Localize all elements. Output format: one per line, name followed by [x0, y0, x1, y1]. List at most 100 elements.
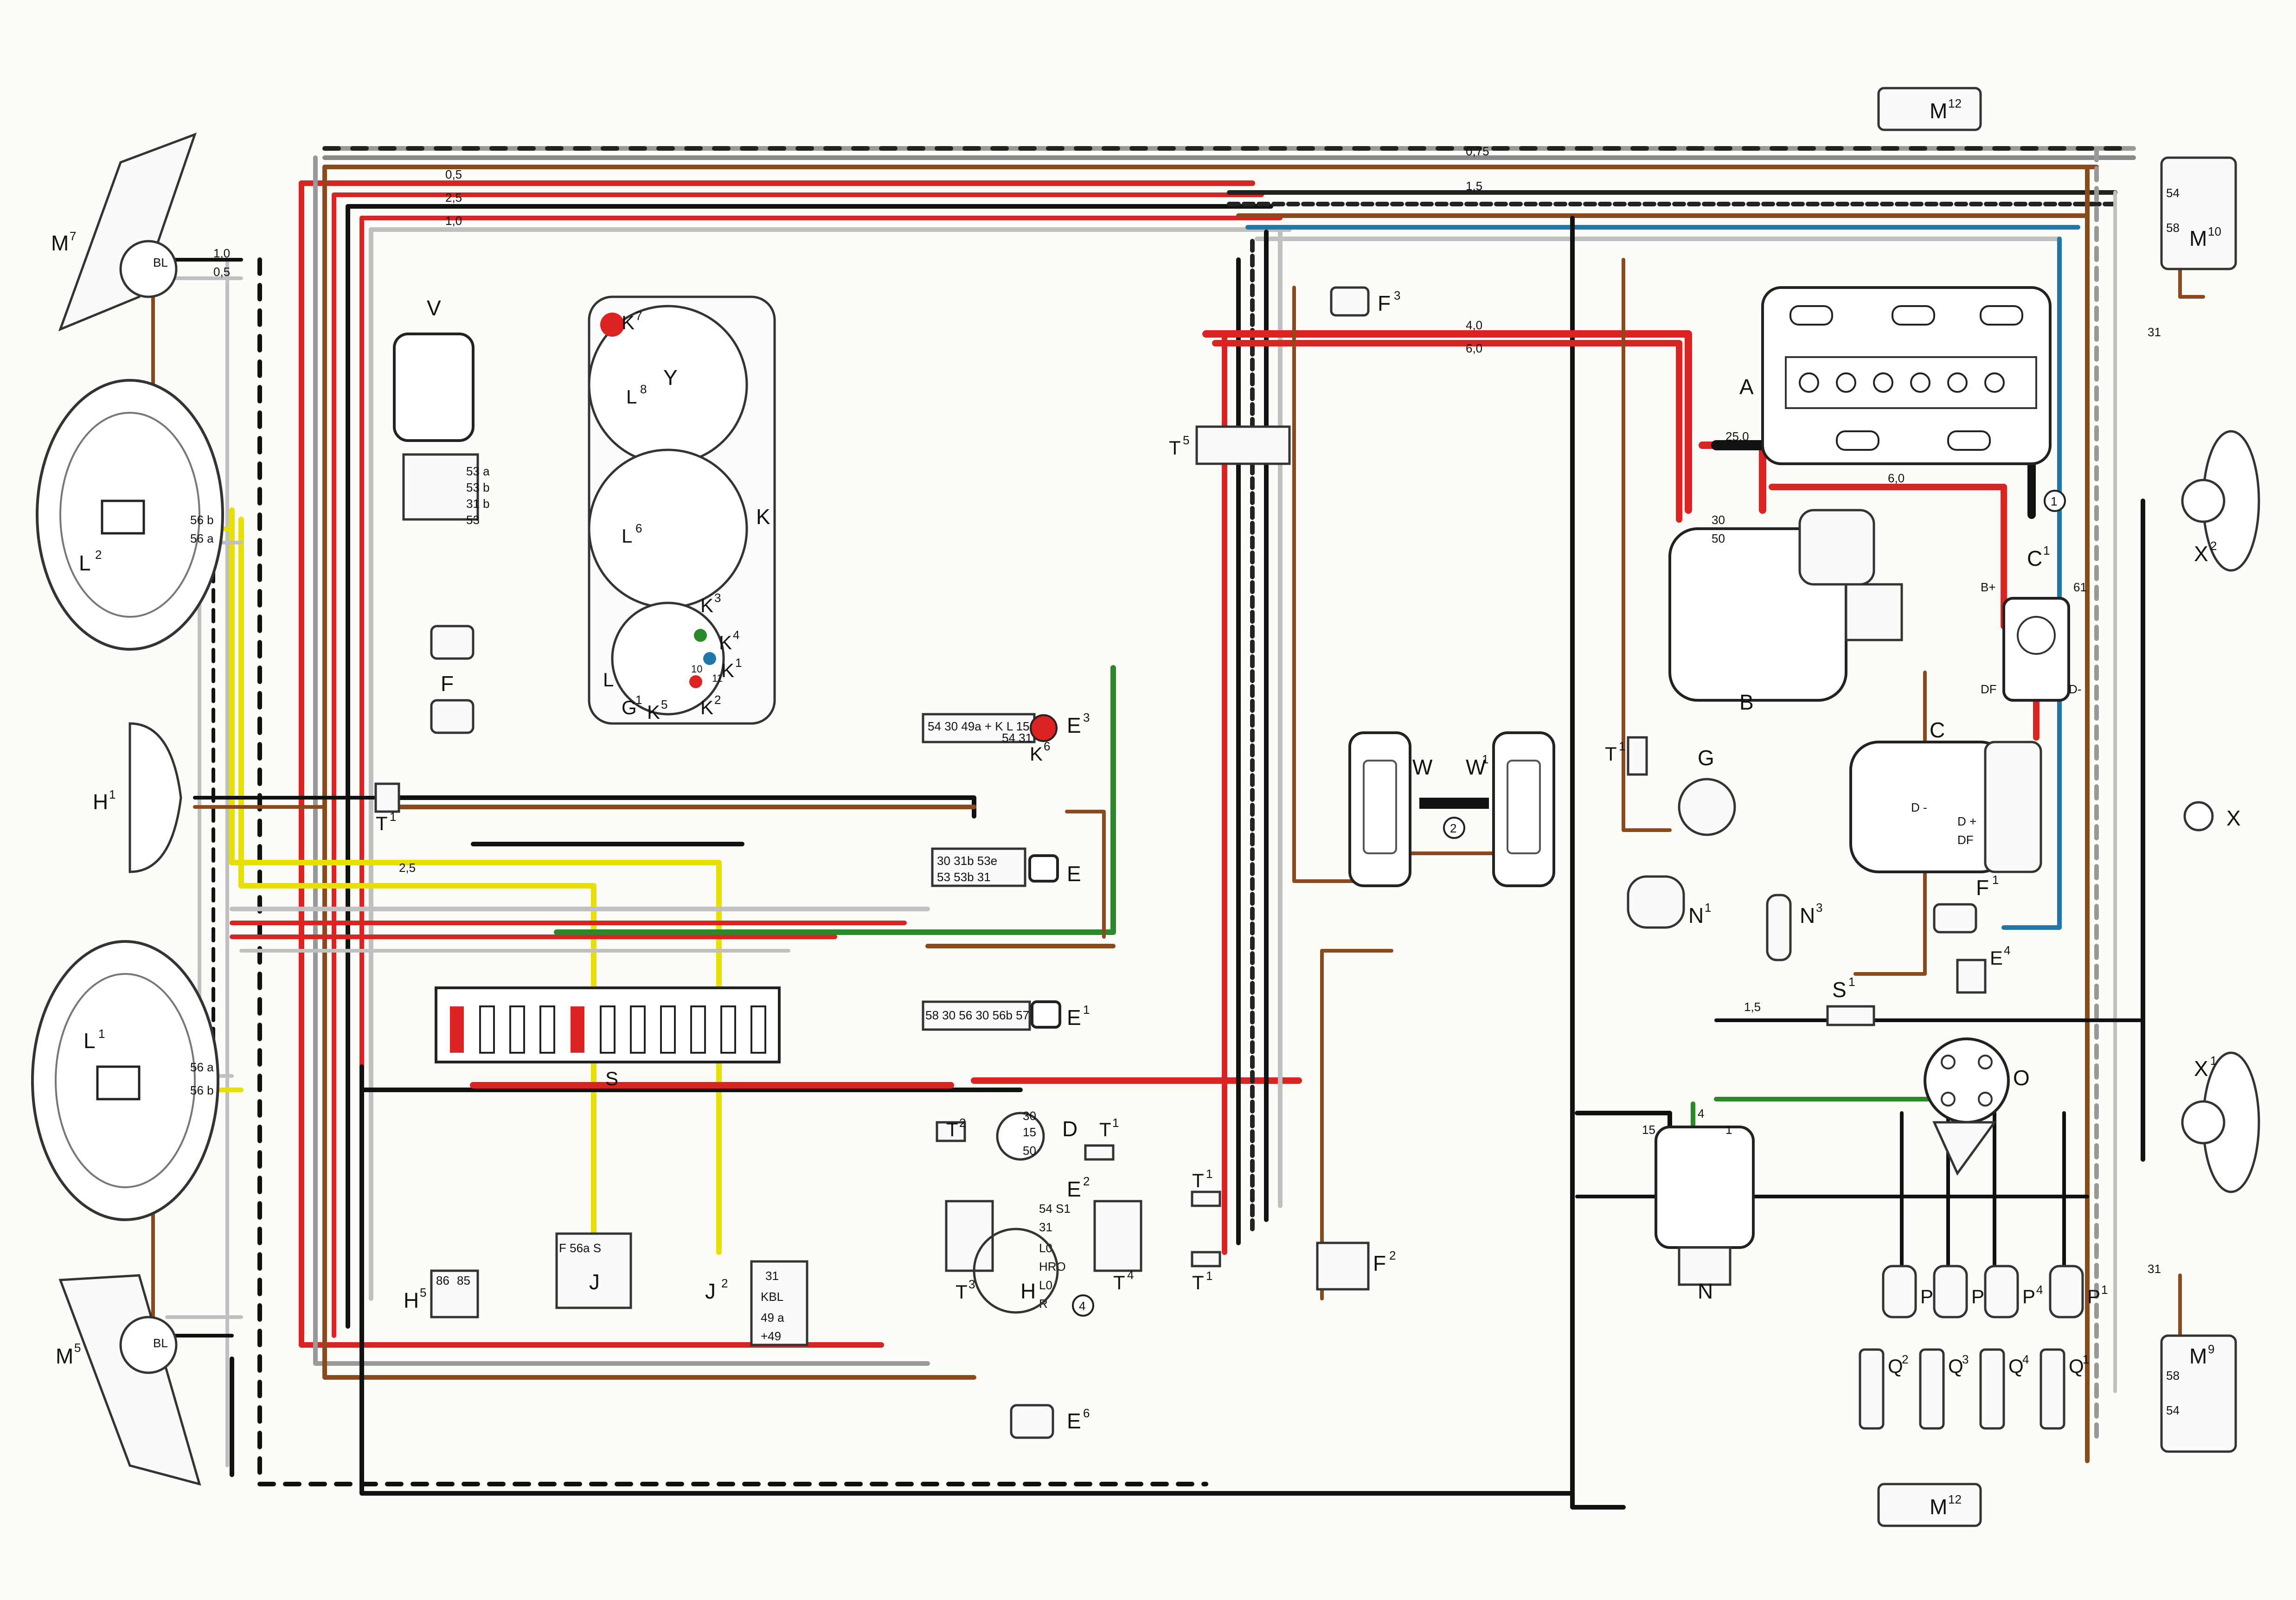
- terminal-53: 53: [466, 513, 480, 527]
- terminal-m58-top: 58: [2166, 221, 2180, 235]
- wire-size-05-left: 0,5: [213, 265, 230, 279]
- label-K7: K: [622, 312, 635, 333]
- label-P1-sup: 1: [2101, 1283, 2108, 1297]
- label-X1: X: [2194, 1056, 2208, 1081]
- label-M9: M: [2189, 1344, 2207, 1368]
- terminal-e3-strip: 54 30 49a + K L 15: [928, 719, 1030, 733]
- label-M12-top-sup: 12: [1948, 96, 1962, 110]
- label-V: V: [427, 296, 441, 320]
- label-N1: N: [1688, 903, 1704, 928]
- label-Q1-sup: 1: [2083, 1352, 2089, 1366]
- headlight-l2: [36, 379, 224, 651]
- terminal-c-df: DF: [1957, 833, 1974, 847]
- oil-sender-g: [1678, 778, 1736, 836]
- label-T3-sup: 3: [968, 1277, 975, 1291]
- label-F1-sup: 1: [1992, 873, 1999, 887]
- label-P4: P: [2022, 1286, 2035, 1307]
- label-F2-sup: 2: [1389, 1248, 1396, 1262]
- wire-size-15-top: 1,5: [1466, 179, 1482, 193]
- label-T4: T: [1113, 1272, 1125, 1293]
- terminal-n1: 1: [1725, 1123, 1732, 1137]
- label-C: C: [1930, 718, 1945, 742]
- wire-size-60-batt: 6,0: [1466, 341, 1482, 355]
- switch-e4: [1956, 959, 1987, 994]
- terminal-m54-top: 54: [2166, 186, 2180, 200]
- terminal-c-dplus: D +: [1957, 814, 1976, 828]
- label-T2-sup: 2: [959, 1116, 966, 1130]
- terminal-bat-25: 25,0: [1725, 429, 1749, 443]
- terminal-c1-bplus: B+: [1981, 580, 1996, 594]
- label-L1: L: [83, 1029, 96, 1053]
- spark-plug-q3: [1919, 1348, 1945, 1430]
- label-Q4: Q: [2008, 1355, 2024, 1377]
- wiper-motor-v: [393, 333, 479, 521]
- label-T1-left: T: [376, 813, 388, 834]
- label-E4: E: [1990, 947, 2003, 969]
- label-S1-sup: 1: [1848, 975, 1855, 989]
- battery-a: [1761, 286, 2052, 465]
- terminal-bl-top: BL: [153, 256, 168, 269]
- label-F3: F: [1378, 291, 1391, 315]
- spark-plug-q2: [1859, 1348, 1885, 1430]
- plug-connector-p4: [1984, 1265, 2019, 1318]
- label-P1: P: [2087, 1286, 2100, 1307]
- terminal-s50: 50: [1712, 531, 1725, 545]
- label-S: S: [605, 1068, 618, 1089]
- terminal-e-strip-top: 30 31b 53e: [937, 854, 997, 868]
- label-O: O: [2013, 1066, 2030, 1090]
- terminal-53a: 53 a: [466, 464, 490, 478]
- dimmer-relay-j: [555, 1232, 632, 1309]
- gauge-label-11: 11: [712, 672, 723, 684]
- label-T5: T: [1169, 437, 1181, 459]
- label-N: N: [1698, 1279, 1713, 1303]
- label-M12-bottom: M: [1930, 1495, 1947, 1519]
- terminal-31b: 31 b: [466, 497, 490, 511]
- label-S1: S: [1832, 978, 1847, 1002]
- fuse-s1: [1826, 1005, 1875, 1026]
- label-P4-sup: 4: [2036, 1283, 2043, 1297]
- interior-light-bar: [1419, 798, 1489, 809]
- label-T5-sup: 5: [1183, 433, 1189, 447]
- label-E6: E: [1067, 1409, 1081, 1433]
- wire-size-15-engine: 1,5: [1744, 1000, 1761, 1014]
- terminal-56a-bottom: 56 a: [190, 1060, 214, 1074]
- label-Q2-sup: 2: [1902, 1352, 1908, 1366]
- terminal-56b-top: 56 b: [190, 513, 214, 527]
- label-K7-sup: 7: [635, 309, 642, 323]
- lamp-x2: [2181, 430, 2260, 572]
- label-T1-lower: T: [1192, 1272, 1204, 1293]
- label-L2-sup: 2: [95, 548, 102, 562]
- terminal-s30: 30: [1712, 513, 1725, 527]
- terminal-j2-49: +49: [761, 1329, 781, 1343]
- label-E1-sup: 1: [1083, 1003, 1090, 1017]
- label-L: L: [603, 669, 614, 691]
- label-X1-sup: 1: [2210, 1054, 2217, 1068]
- label-M9-sup: 9: [2208, 1342, 2214, 1356]
- lamp-x1: [2181, 1051, 2260, 1193]
- terminal-e3-strip2: 54 31: [1002, 731, 1032, 745]
- lamp-x: [2183, 801, 2214, 832]
- terminal-h5-85: 85: [457, 1274, 470, 1287]
- terminal-m58-bottom: 58: [2166, 1369, 2180, 1382]
- label-E4-sup: 4: [2004, 943, 2010, 957]
- label-H5-sup: 5: [420, 1286, 426, 1299]
- horn-h1: [128, 722, 182, 873]
- label-K: K: [756, 505, 770, 529]
- switch-f3: [1330, 286, 1370, 317]
- terminal-n15: 15: [1642, 1123, 1655, 1137]
- label-A: A: [1739, 375, 1754, 399]
- label-E3: E: [1067, 713, 1081, 737]
- label-E1: E: [1067, 1005, 1081, 1030]
- label-K6-sup: 6: [1044, 739, 1050, 753]
- label-T1-upper-sup: 1: [1206, 1167, 1212, 1181]
- regulator-c1: [2002, 597, 2070, 702]
- terminal-j2-31: 31: [765, 1269, 779, 1283]
- fuse-box: [435, 986, 781, 1063]
- switch-e3-knob: [1030, 714, 1058, 742]
- label-T3: T: [956, 1281, 968, 1303]
- label-F3-sup: 3: [1394, 288, 1400, 302]
- label-F1: F: [1976, 876, 1989, 900]
- spark-plug-q1: [2039, 1348, 2065, 1430]
- label-X2: X: [2194, 542, 2208, 566]
- lamp-m12-top: [1877, 87, 1982, 131]
